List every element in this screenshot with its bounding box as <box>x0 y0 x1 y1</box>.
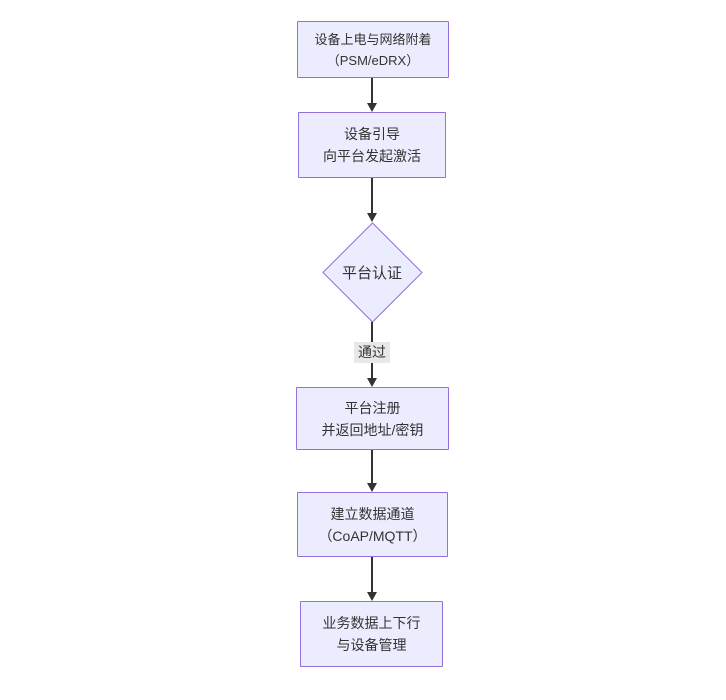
node-label-line: （CoAP/MQTT） <box>318 527 427 544</box>
edge-connector <box>371 178 373 214</box>
edge-connector <box>371 78 373 104</box>
node-label-line: 业务数据上下行 <box>322 615 421 631</box>
node-label-line: 设备上电与网络附着 <box>314 31 432 47</box>
node-label-line: 并返回地址/密钥 <box>321 421 424 438</box>
arrowhead-icon <box>367 103 377 112</box>
flow-node-business: 业务数据上下行 与设备管理 <box>300 601 443 667</box>
arrowhead-icon <box>367 213 377 222</box>
edge-connector <box>371 557 373 593</box>
node-label-line: 与设备管理 <box>336 637 407 653</box>
node-label-line: 向平台发起激活 <box>323 148 421 164</box>
node-label-line: （PSM/eDRX） <box>326 52 420 68</box>
flow-node-data-channel: 建立数据通道 （CoAP/MQTT） <box>297 492 448 557</box>
arrowhead-icon <box>367 378 377 387</box>
edge-connector <box>371 450 373 484</box>
flow-node-register: 平台注册 并返回地址/密钥 <box>296 387 449 450</box>
flow-node-bootstrap: 设备引导 向平台发起激活 <box>298 112 446 178</box>
node-label-line: 设备引导 <box>344 126 400 142</box>
decision-platform-auth: 平台认证 <box>321 221 423 323</box>
node-label-line: 建立数据通道 <box>330 505 415 522</box>
node-label-line: 平台认证 <box>341 264 402 282</box>
flow-node-power-attach: 设备上电与网络附着 （PSM/eDRX） <box>297 21 449 78</box>
arrowhead-icon <box>367 483 377 492</box>
arrowhead-icon <box>367 592 377 601</box>
node-label-line: 平台注册 <box>344 399 401 416</box>
edge-label-pass: 通过 <box>354 342 390 363</box>
